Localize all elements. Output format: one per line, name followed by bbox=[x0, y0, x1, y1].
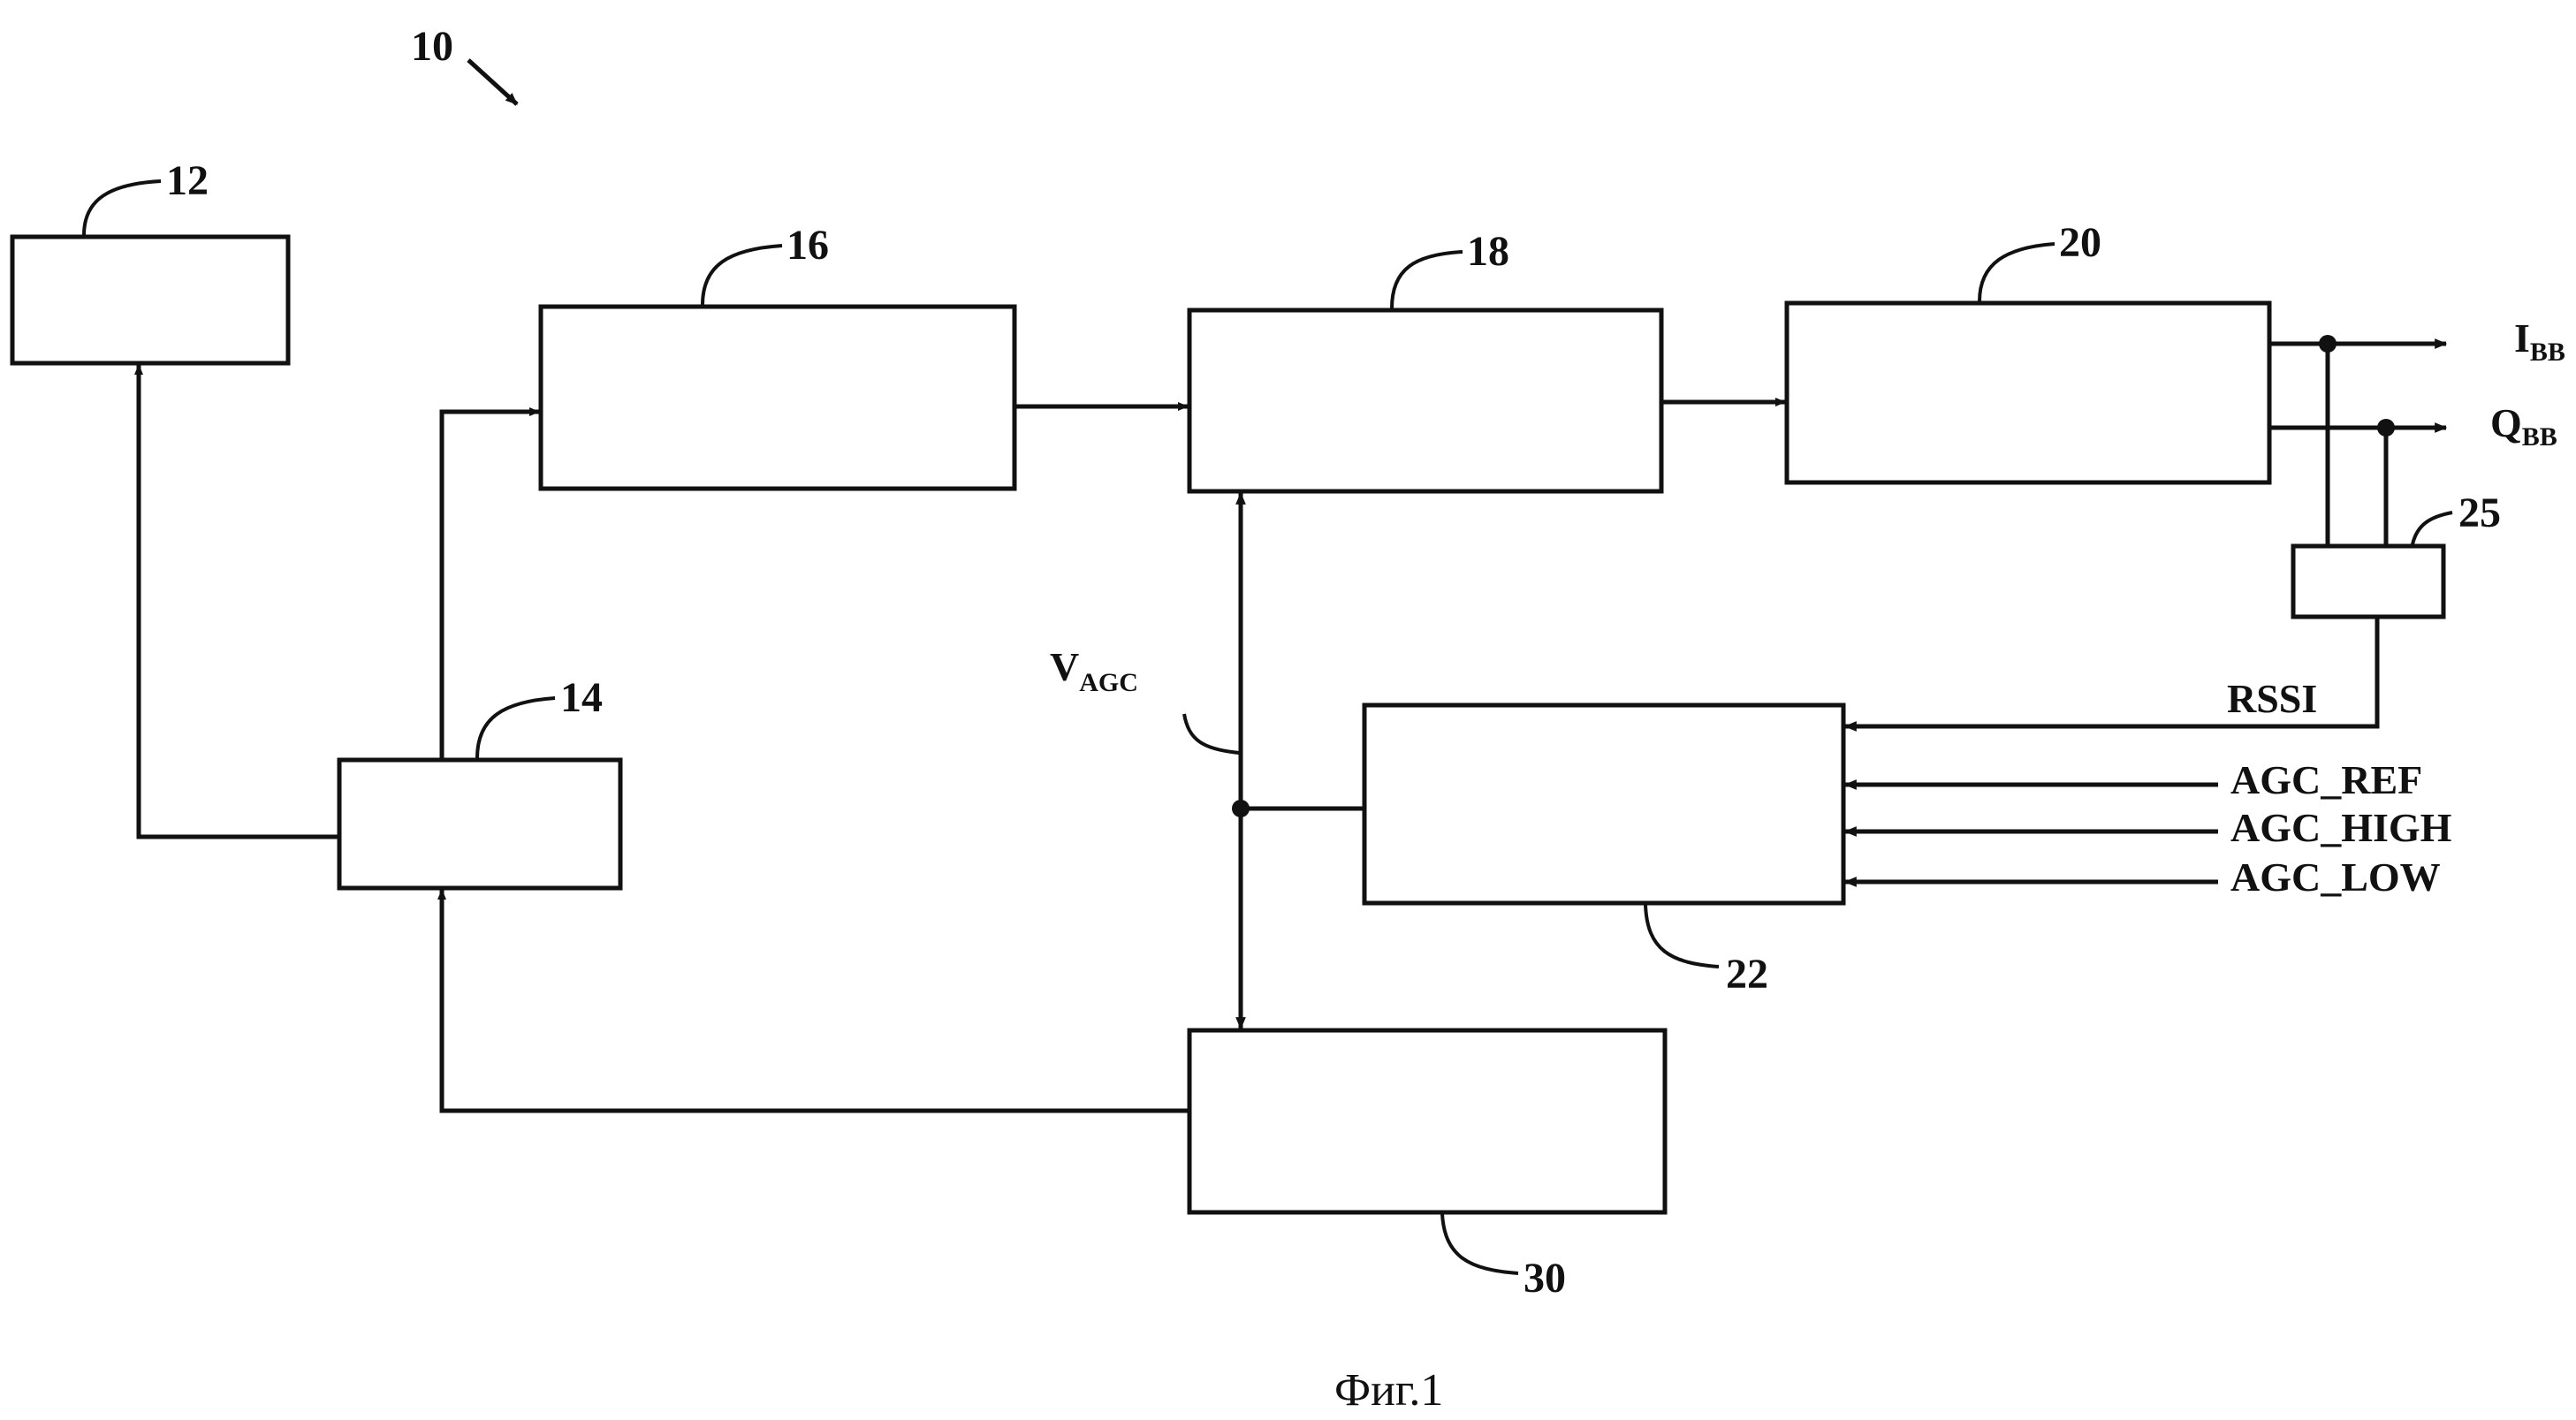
label-vagc-sub: AGC bbox=[1079, 668, 1138, 697]
block-25 bbox=[2293, 546, 2443, 617]
ref-12: 12 bbox=[166, 157, 209, 204]
block-22 bbox=[1364, 705, 1843, 903]
wire-14-to-12 bbox=[139, 365, 339, 837]
block-30 bbox=[1189, 1030, 1665, 1212]
leader-16 bbox=[703, 246, 782, 305]
leader-25 bbox=[2413, 513, 2452, 544]
leader-20 bbox=[1979, 244, 2055, 301]
label-ibb-main: I bbox=[2514, 315, 2530, 361]
leader-14 bbox=[477, 698, 555, 758]
leader-vagc bbox=[1184, 714, 1239, 753]
label-vagc-main: V bbox=[1050, 644, 1079, 689]
label-vagc: VAGC bbox=[1050, 644, 1138, 697]
block-18 bbox=[1189, 310, 1661, 491]
label-rssi: RSSI bbox=[2227, 676, 2317, 721]
wire-30-to-14 bbox=[442, 890, 1189, 1111]
label-qbb: QBB bbox=[2490, 400, 2557, 452]
label-agc-low: AGC_LOW bbox=[2230, 854, 2441, 900]
leader-30 bbox=[1442, 1214, 1518, 1273]
ref-14: 14 bbox=[560, 674, 603, 721]
ref-18: 18 bbox=[1467, 228, 1509, 275]
wire-14-to-16 bbox=[442, 412, 539, 760]
ref-25: 25 bbox=[2458, 490, 2501, 536]
leader-18 bbox=[1392, 252, 1463, 308]
label-agc-high: AGC_HIGH bbox=[2230, 805, 2452, 850]
ref-22: 22 bbox=[1726, 951, 1768, 998]
ref-16: 16 bbox=[786, 222, 829, 269]
junction-qbb bbox=[2377, 419, 2395, 437]
figure-caption: Фиг.1 bbox=[1334, 1365, 1443, 1416]
leader-12 bbox=[84, 181, 161, 235]
label-ibb-sub: BB bbox=[2530, 338, 2565, 367]
ref-20: 20 bbox=[2059, 219, 2101, 266]
label-qbb-main: Q bbox=[2490, 400, 2522, 445]
label-ibb: IBB bbox=[2514, 315, 2565, 367]
block-16 bbox=[541, 307, 1014, 489]
leader-22 bbox=[1645, 905, 1719, 967]
figure-pointer-arrow bbox=[468, 60, 517, 104]
label-agc-ref: AGC_REF bbox=[2230, 757, 2422, 802]
junction-ibb bbox=[2319, 335, 2337, 353]
figure-number: 10 bbox=[411, 23, 453, 70]
block-14 bbox=[339, 760, 620, 888]
block-12 bbox=[12, 237, 288, 363]
block-20 bbox=[1787, 303, 2269, 482]
ref-30: 30 bbox=[1524, 1255, 1566, 1302]
label-qbb-sub: BB bbox=[2522, 422, 2557, 452]
